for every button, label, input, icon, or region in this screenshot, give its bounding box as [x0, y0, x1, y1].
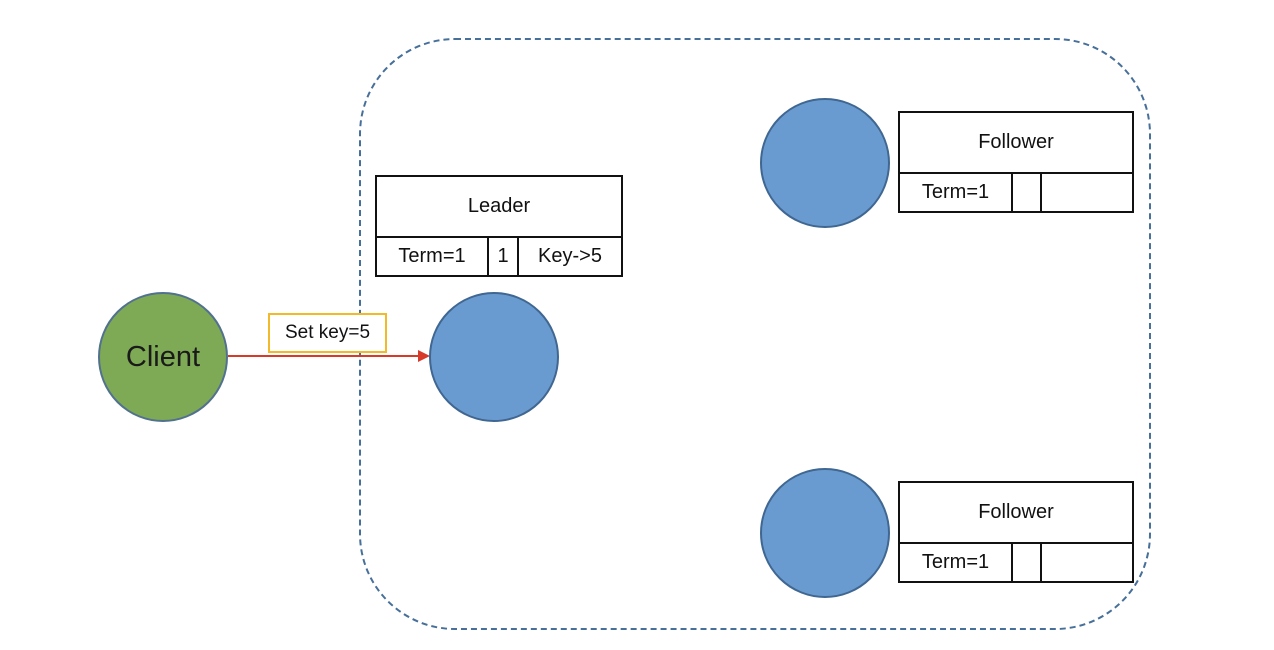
leader-entry-cell: Key->5: [538, 245, 602, 267]
client-label: Client: [125, 340, 201, 373]
request-message-label: Set key=5: [284, 322, 371, 343]
client-node: Client: [98, 292, 228, 422]
follower-1-node: [760, 98, 890, 228]
follower-2-node: [760, 468, 890, 598]
leader-role-label: Leader: [377, 177, 621, 238]
follower-1-log-row: Term=1: [900, 174, 1132, 211]
follower-2-role-label: Follower: [900, 483, 1132, 544]
leader-node: [429, 292, 559, 422]
request-message-box: Set key=5: [268, 313, 387, 353]
request-arrow-head: [418, 350, 430, 362]
leader-index-cell: 1: [489, 238, 519, 275]
request-arrow-line: [228, 355, 420, 357]
leader-term-cell: Term=1: [377, 238, 489, 275]
follower-1-log-table: Follower Term=1: [898, 111, 1134, 213]
follower-2-index-cell: [1013, 544, 1042, 581]
follower-2-log-table: Follower Term=1: [898, 481, 1134, 583]
follower-1-term-cell: Term=1: [900, 174, 1013, 211]
follower-1-index-cell: [1013, 174, 1042, 211]
follower-2-log-row: Term=1: [900, 544, 1132, 581]
leader-log-table: Leader Term=1 1 Key->5: [375, 175, 623, 277]
follower-1-role-label: Follower: [900, 113, 1132, 174]
leader-log-row: Term=1 1 Key->5: [377, 238, 621, 275]
follower-2-term-cell: Term=1: [900, 544, 1013, 581]
follower-1-entry-cell: [1042, 174, 1132, 211]
follower-2-entry-cell: [1042, 544, 1132, 581]
